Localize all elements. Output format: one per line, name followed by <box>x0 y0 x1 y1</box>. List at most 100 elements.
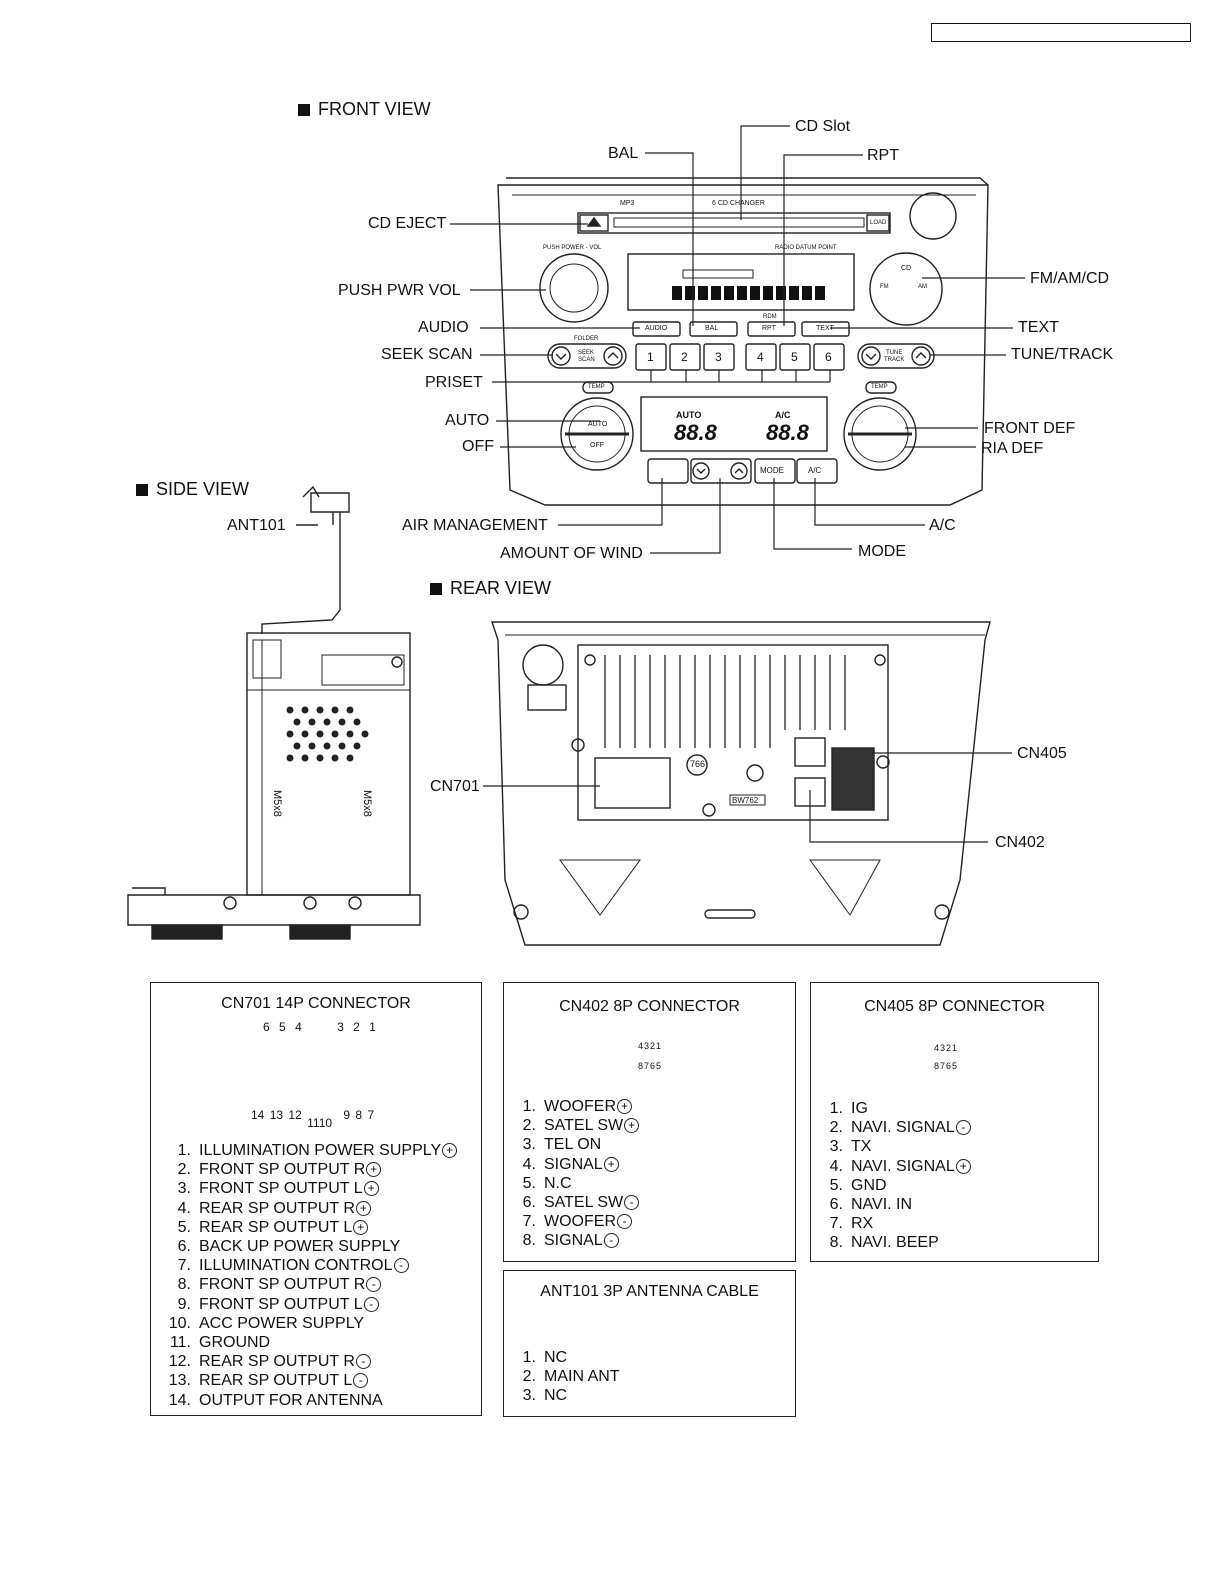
fan-speed-button[interactable] <box>690 458 752 484</box>
audio-panel-button[interactable] <box>632 321 681 337</box>
ant101-title: ANT101 3P ANTENNA CABLE <box>540 1283 759 1300</box>
pin-number: 4. <box>829 1157 843 1175</box>
temp-right-knob[interactable] <box>843 397 917 471</box>
cn701-top-pin-numbers: 6 5 4 3 2 1 <box>263 1020 376 1034</box>
preset-4-button[interactable] <box>745 343 777 371</box>
segment-display <box>672 286 825 300</box>
callout-audio: AUDIO <box>418 319 469 336</box>
eject-icon <box>586 216 602 227</box>
pin-number: 2. <box>177 1161 191 1179</box>
plus-circle-icon: + <box>442 1143 458 1158</box>
callout-cn402: CN402 <box>995 834 1045 851</box>
cn402-bottom-pin-numbers: 8765 <box>638 1061 663 1071</box>
front-callout-lines <box>450 125 1025 554</box>
callout-cd-eject: CD EJECT <box>368 215 447 232</box>
pin-item: 3.NC <box>518 1386 620 1405</box>
pin-label: REAR SP OUTPUT L <box>199 1372 353 1390</box>
pin-item: 4.NAVI. SIGNAL+ <box>825 1157 971 1176</box>
pin-number: 14. <box>168 1391 191 1409</box>
preset-6-label: 6 <box>825 350 832 364</box>
pin-label: N.C <box>544 1174 572 1192</box>
load-button[interactable] <box>866 214 890 232</box>
pin-number: 7. <box>522 1213 536 1231</box>
scan-label: SCAN <box>578 357 595 363</box>
ac-button-label: A/C <box>808 466 822 475</box>
pin-label: ILLUMINATION CONTROL <box>199 1257 393 1275</box>
pin-item: 2.MAIN ANT <box>518 1367 620 1386</box>
preset-2-label: 2 <box>681 350 688 364</box>
callout-ant101: ANT101 <box>227 517 286 534</box>
pin-label: FRONT SP OUTPUT R <box>199 1276 366 1294</box>
pin-label: REAR SP OUTPUT L <box>199 1218 353 1236</box>
climate-display <box>640 396 828 452</box>
text-panel-button[interactable] <box>801 321 850 337</box>
temp-left-knob[interactable] <box>560 397 634 471</box>
source-knob[interactable] <box>869 252 943 326</box>
plus-circle-icon: + <box>353 1219 369 1235</box>
callout-push-pwr-vol: PUSH PWR VOL <box>338 282 461 299</box>
pin-item: 2.FRONT SP OUTPUT R+ <box>165 1160 457 1179</box>
callout-off: OFF <box>462 438 494 455</box>
pin-number: 13. <box>168 1372 191 1390</box>
bal-button-label: BAL <box>705 325 719 332</box>
volume-knob[interactable] <box>539 253 609 323</box>
pin-item: 6.NAVI. IN <box>825 1195 971 1214</box>
bullet-square-icon <box>430 582 442 595</box>
bal-panel-button[interactable] <box>689 321 738 337</box>
pin-item: 7.WOOFER- <box>518 1212 639 1231</box>
eject-button[interactable] <box>579 214 609 232</box>
air-management-button[interactable] <box>647 458 689 484</box>
pin-label: NC <box>544 1387 568 1405</box>
ac-display-text: A/C <box>775 410 791 420</box>
pin-item: 3.FRONT SP OUTPUT L+ <box>165 1179 457 1198</box>
cn405-bottom-pin-numbers: 8765 <box>934 1061 959 1071</box>
radio-display <box>627 253 855 311</box>
pin-number: 8. <box>522 1232 536 1250</box>
ac-panel-button[interactable] <box>796 458 838 484</box>
pin-label: IG <box>851 1100 868 1117</box>
minus-circle-icon: - <box>355 1354 371 1370</box>
mode-panel-button[interactable] <box>754 458 796 484</box>
callout-seek-scan: SEEK SCAN <box>381 346 473 363</box>
pin-item: 9.FRONT SP OUTPUT L- <box>165 1295 457 1314</box>
cn701-pinout-box: CN701 14P CONNECTOR 6 5 4 3 2 1 14 13 12… <box>150 982 482 1416</box>
pin-number: 9. <box>177 1295 191 1313</box>
pin-item: 8.NAVI. BEEP <box>825 1233 971 1252</box>
seek-scan-rocker[interactable] <box>547 343 627 369</box>
pin-item: 5.REAR SP OUTPUT L+ <box>165 1218 457 1237</box>
preset-6-button[interactable] <box>813 343 845 371</box>
front-view-title: FRONT VIEW <box>298 99 431 120</box>
pin-label: WOOFER <box>544 1098 616 1115</box>
pin-number: 1. <box>829 1100 843 1117</box>
plus-circle-icon: + <box>366 1162 382 1178</box>
tune-track-rocker[interactable] <box>857 343 935 369</box>
pin-label: NAVI. IN <box>851 1196 913 1214</box>
plus-circle-icon: + <box>603 1156 619 1172</box>
rear-view-title: REAR VIEW <box>430 578 551 599</box>
display-right-temp: 88.8 <box>766 420 809 445</box>
pin-label: ACC POWER SUPPLY <box>199 1314 365 1332</box>
rpt-panel-button[interactable] <box>747 321 796 337</box>
cd-slot <box>577 212 891 234</box>
bullet-square-icon <box>298 103 310 116</box>
callout-mode: MODE <box>858 543 906 560</box>
pin-label: TX <box>851 1138 872 1156</box>
pin-item: 1.ILLUMINATION POWER SUPPLY+ <box>165 1141 458 1160</box>
round-button[interactable] <box>909 192 957 240</box>
callout-cn405: CN405 <box>1017 745 1067 762</box>
preset-5-button[interactable] <box>779 343 811 371</box>
pin-item: 1. IG <box>825 1099 971 1118</box>
preset-2-button[interactable] <box>669 343 701 371</box>
rear-marking-1: 766 <box>690 759 706 769</box>
minus-circle-icon: - <box>353 1373 369 1389</box>
pin-label: NAVI. SIGNAL <box>851 1119 955 1137</box>
preset-1-label: 1 <box>647 350 654 364</box>
cn405-top-pin-numbers: 4321 <box>934 1043 959 1053</box>
pin-label: WOOFER <box>544 1213 616 1231</box>
pin-item: 8.FRONT SP OUTPUT R- <box>165 1275 457 1294</box>
pin-item: 2.NAVI. SIGNAL- <box>825 1118 971 1137</box>
minus-circle-icon: - <box>363 1296 379 1312</box>
